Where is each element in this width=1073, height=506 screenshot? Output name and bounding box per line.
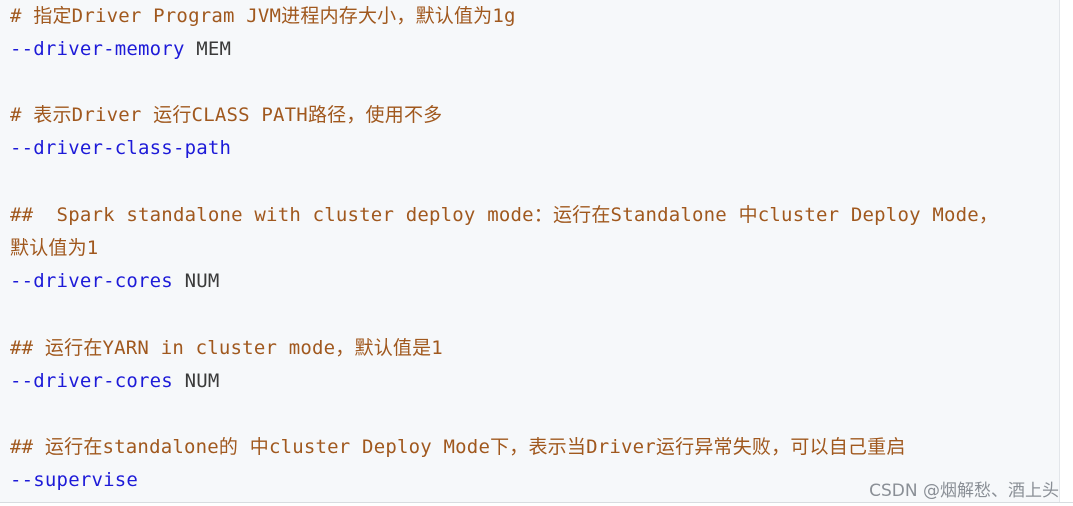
comment-line: # 指定Driver Program JVM进程内存大小，默认值为1g: [10, 5, 516, 27]
option-line: --driver-cores NUM: [10, 369, 220, 393]
option-flag: --driver-cores: [10, 370, 173, 392]
option-argument: NUM: [172, 270, 220, 292]
option-line: --driver-cores NUM: [10, 269, 220, 293]
option-flag: --supervise: [10, 469, 139, 491]
comment-line: 默认值为1: [10, 237, 99, 259]
comment-line: # 表示Driver 运行CLASS PATH路径，使用不多: [10, 104, 443, 126]
option-flag: --driver-memory: [10, 38, 185, 60]
option-line: --driver-class-path: [10, 136, 231, 160]
option-argument: MEM: [184, 38, 232, 60]
comment-line: ## Spark standalone with cluster deploy …: [10, 204, 999, 226]
watermark: CSDN @烟解愁、酒上头: [869, 481, 1059, 501]
option-line: --driver-memory MEM: [10, 37, 231, 61]
comment-line: ## 运行在YARN in cluster mode，默认值是1: [10, 337, 443, 359]
option-argument: NUM: [172, 370, 220, 392]
option-flag: --driver-class-path: [10, 137, 232, 159]
divider: [0, 502, 1073, 503]
comment-line: ## 运行在standalone的 中cluster Deploy Mode下，…: [10, 436, 906, 458]
scrollbar-track[interactable]: [1060, 0, 1073, 506]
option-flag: --driver-cores: [10, 270, 173, 292]
option-line: --supervise: [10, 468, 138, 492]
